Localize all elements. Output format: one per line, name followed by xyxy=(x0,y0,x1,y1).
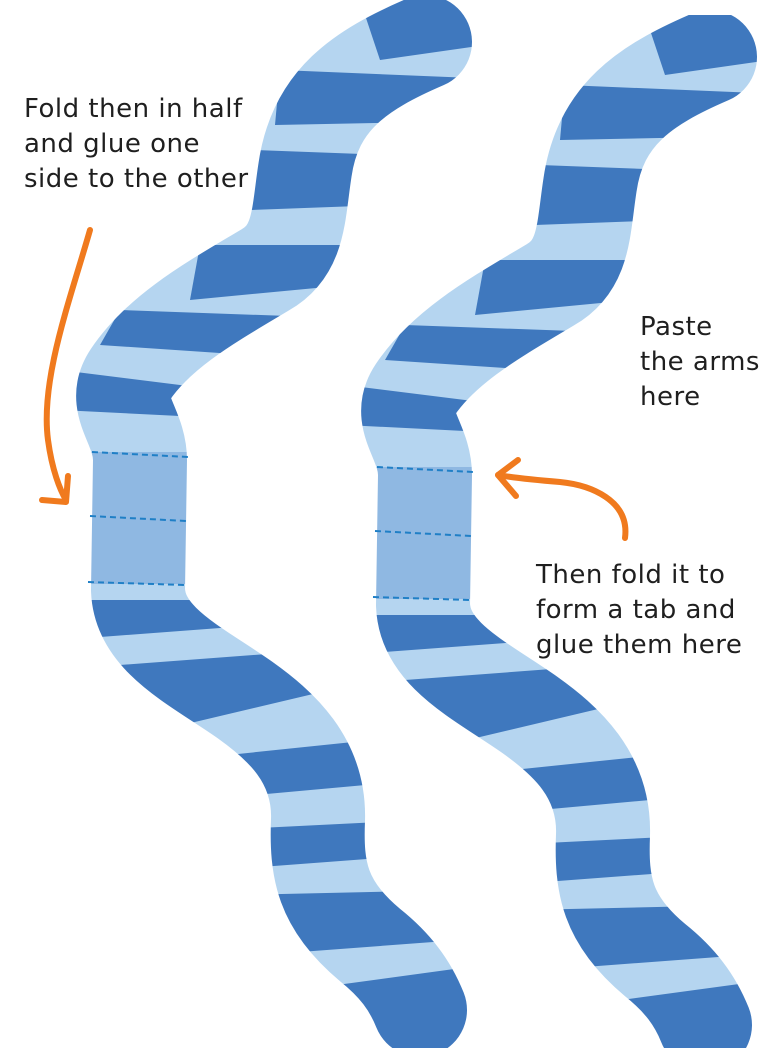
instruction-line: here xyxy=(640,380,760,415)
fold-half-instruction: Fold then in half and glue one side to t… xyxy=(24,92,249,197)
instruction-line: and glue one xyxy=(24,127,249,162)
fold-tab-instruction: Then fold it to form a tab and glue them… xyxy=(536,558,742,663)
instruction-line: Paste xyxy=(640,310,760,345)
instruction-line: the arms xyxy=(640,345,760,380)
paste-arms-instruction: Paste the arms here xyxy=(640,310,760,415)
right-arm-cutout xyxy=(285,15,764,1048)
instruction-line: form a tab and xyxy=(536,593,742,628)
instruction-line: side to the other xyxy=(24,162,249,197)
instruction-line: Then fold it to xyxy=(536,558,742,593)
instruction-line: glue them here xyxy=(536,628,742,663)
instruction-line: Fold then in half xyxy=(24,92,249,127)
